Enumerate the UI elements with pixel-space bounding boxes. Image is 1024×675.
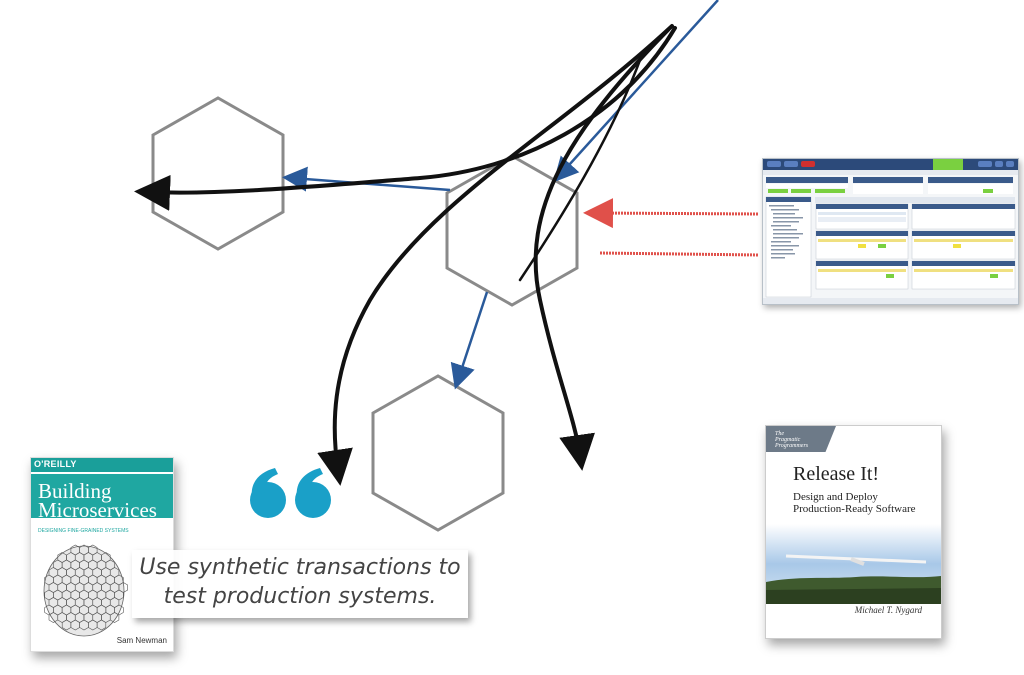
glider-photo — [766, 524, 941, 604]
book-subtitle: Design and Deploy Production-Ready Softw… — [793, 491, 916, 515]
service-arrow-to-left — [282, 166, 451, 192]
synthetic-arrow-to-bottom-left — [317, 24, 674, 486]
book-title: Building Microservices — [38, 479, 157, 522]
honeycomb-illustration — [43, 544, 128, 637]
publisher-tab — [766, 426, 836, 452]
monitor-arrow-in — [583, 198, 759, 229]
service-arrow-incoming — [553, 0, 719, 183]
service-hexagon-center — [445, 154, 579, 307]
book-author: Michael T. Nygard — [854, 605, 922, 615]
quote-text: Use synthetic transactions to test produ… — [139, 555, 461, 609]
publisher-logo: The Pragmatic Programmers — [775, 431, 809, 449]
service-arrow-to-bottom — [450, 291, 489, 390]
quote-box: Use synthetic transactions to test produ… — [132, 550, 468, 618]
service-hexagon-bottom — [371, 374, 505, 532]
monitoring-dashboard-screenshot — [762, 158, 1019, 305]
honeycomb-cell — [96, 619, 107, 631]
book-title: Release It! — [793, 463, 880, 485]
synthetic-arrow-to-left — [134, 26, 677, 211]
book-subtitle: DESIGNING FINE-GRAINED SYSTEMS — [38, 528, 129, 534]
synthetic-arrow-to-bottom-right — [533, 28, 670, 471]
title-band — [31, 474, 173, 518]
honeycomb-cell — [110, 612, 120, 623]
publisher-bar — [31, 458, 173, 472]
double-quote-icon — [250, 468, 331, 518]
publisher-logo: O'REILLY — [34, 459, 77, 469]
book-author: Sam Newman — [116, 636, 167, 645]
synthetic-arrow-secondary — [518, 58, 642, 282]
release-it-book-cover: The Pragmatic Programmers Release It! De… — [765, 425, 942, 639]
monitor-arrow-out — [599, 251, 759, 257]
service-hexagon-left — [151, 96, 285, 251]
